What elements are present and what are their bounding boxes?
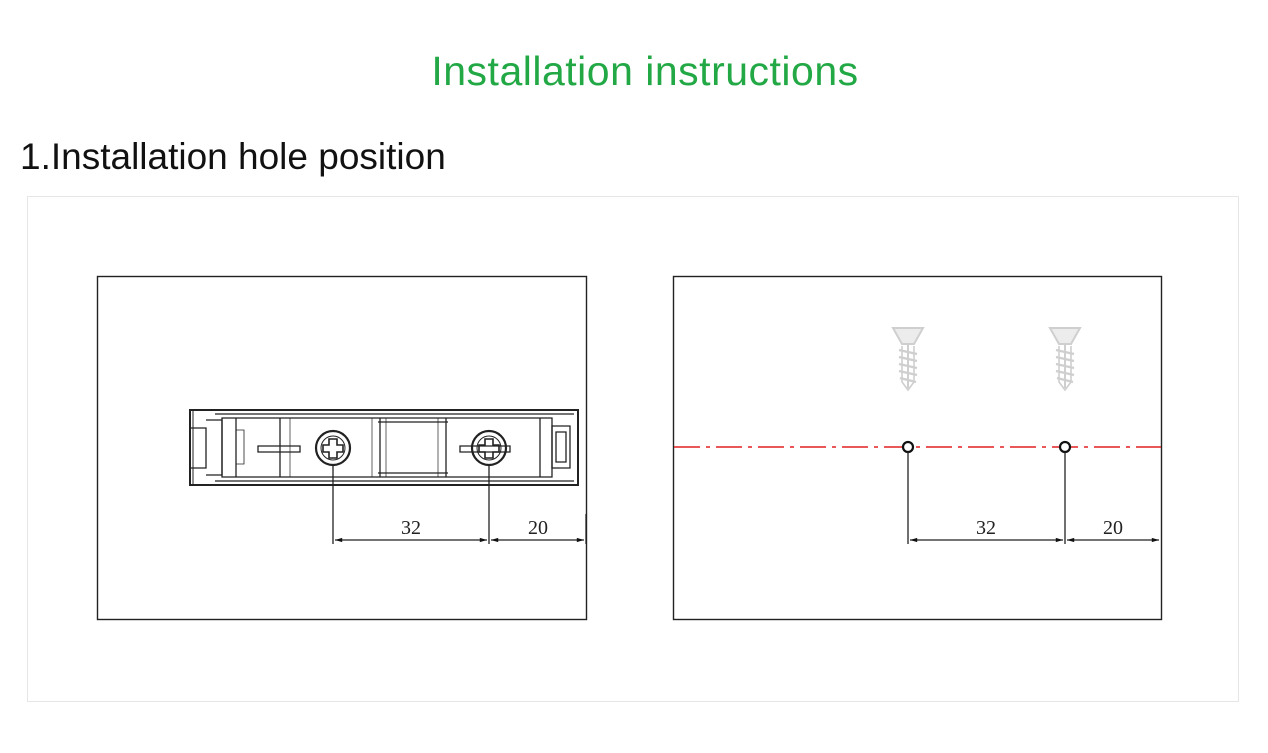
hole-marker <box>1058 440 1072 454</box>
dimension-label-32: 32 <box>401 517 421 539</box>
section-title: 1.Installation hole position <box>20 136 446 177</box>
hole-marker <box>901 440 915 454</box>
page-title: Installation instructions <box>431 48 859 94</box>
right-panel: 32 20 <box>672 275 1163 621</box>
dimension-label-20: 20 <box>528 517 548 539</box>
left-panel: 32 20 <box>96 275 588 621</box>
screw-icon <box>1048 327 1082 392</box>
dimension-label-32: 32 <box>976 517 996 539</box>
cross-slot-screw-icon <box>470 429 508 467</box>
cross-slot-screw-icon <box>314 429 352 467</box>
diagram-frame <box>27 196 1239 702</box>
screw-icon <box>891 327 925 392</box>
mounting-plate-part <box>189 409 579 486</box>
extension-lines <box>907 452 1066 544</box>
extension-lines <box>332 465 587 544</box>
dimension-label-20: 20 <box>1103 517 1123 539</box>
